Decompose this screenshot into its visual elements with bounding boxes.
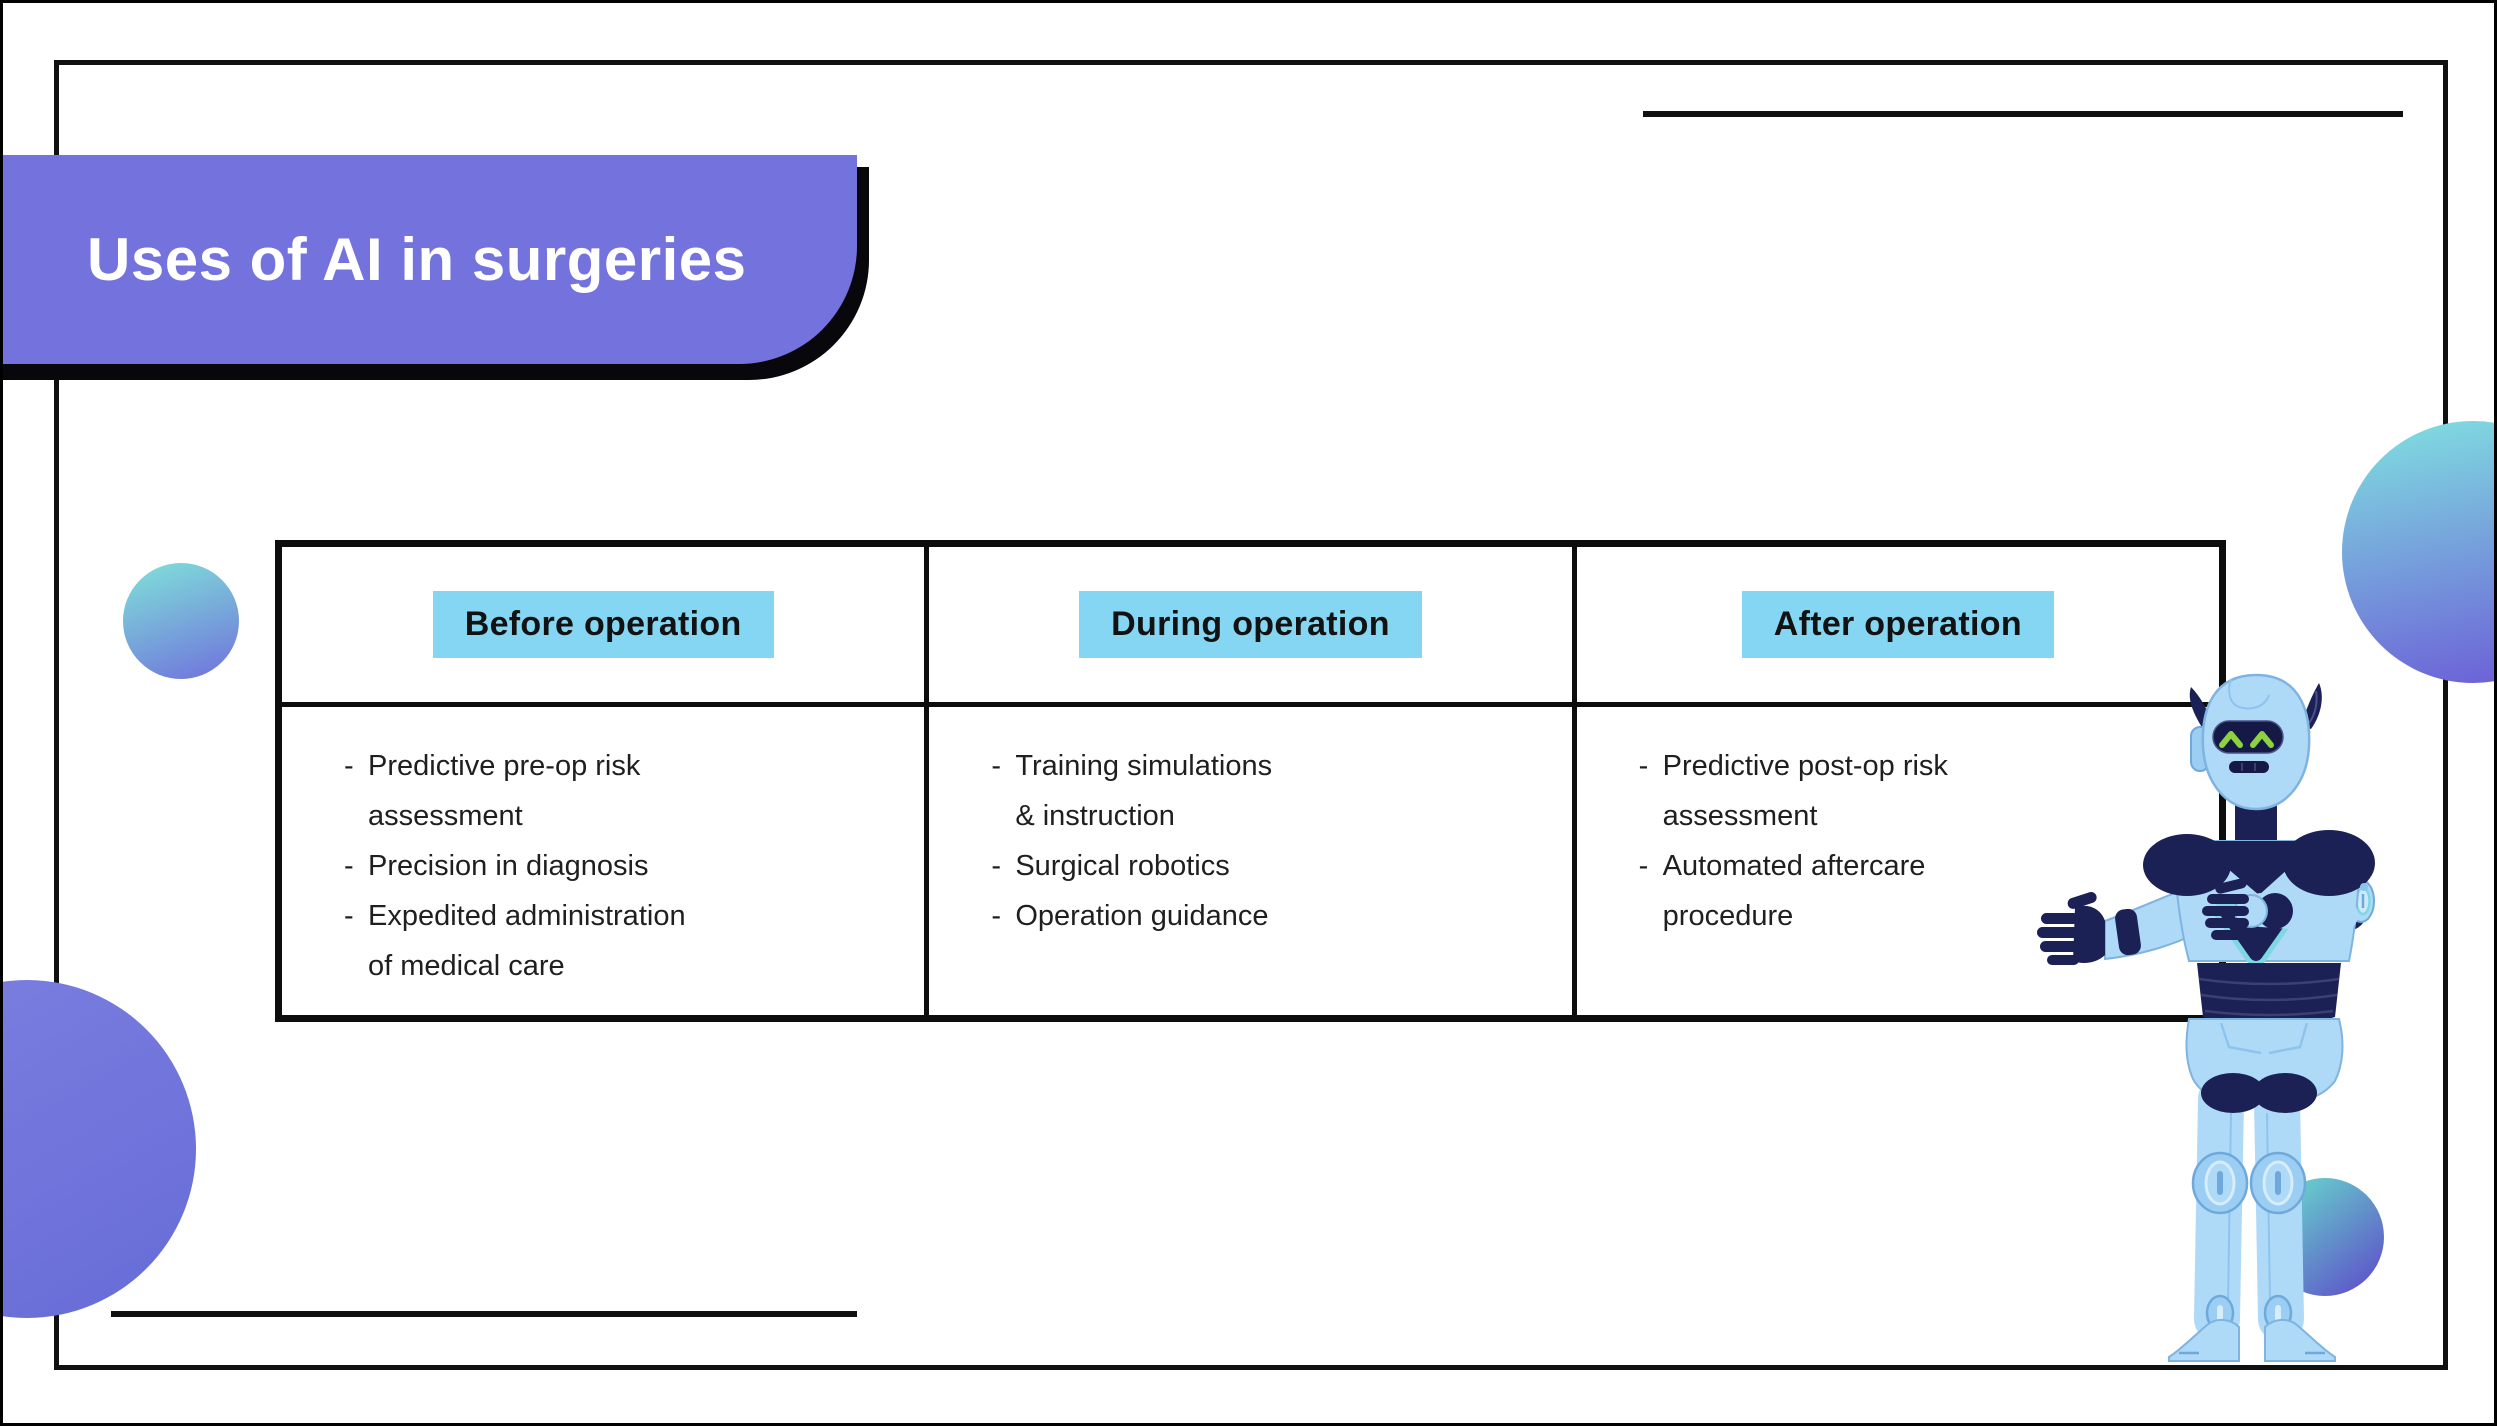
bullet-dash: - (991, 900, 1001, 932)
list-item: - Operation guidance (991, 891, 1553, 941)
list-item-text: Operation guidance (1015, 900, 1269, 932)
bullet-dash: - (344, 750, 354, 782)
column-header-badge: Before operation (432, 591, 774, 658)
column-header-badge: During operation (1079, 591, 1422, 658)
robot-right-arm-fore (2202, 878, 2358, 940)
column-header-cell: After operation (1576, 547, 2219, 707)
robot-legs (2168, 1018, 2344, 1362)
column-body-cell: - Training simulations& instruction - Su… (929, 707, 1571, 1015)
ai-surgery-table: Before operation - Predictive pre-op ris… (275, 540, 2226, 1022)
robot-left-arm (2037, 885, 2199, 965)
robot-illustration (2037, 673, 2375, 1362)
inner-border-frame (54, 60, 2448, 1370)
column-header-badge: After operation (1741, 591, 2054, 658)
column-header-cell: Before operation (282, 547, 925, 707)
robot-eyes (2219, 731, 2274, 748)
bullet-dash: - (344, 900, 354, 932)
list-item-text: Surgical robotics (1015, 850, 1230, 882)
bullet-dash: - (991, 850, 1001, 882)
robot-head (2189, 673, 2322, 811)
list-item: - Training simulations& instruction (991, 741, 1553, 841)
decor-circle-left (123, 563, 239, 679)
decor-line-bottom-left (111, 1311, 857, 1317)
column-before-operation: Before operation - Predictive pre-op ris… (282, 547, 930, 1015)
robot-visor (2212, 720, 2284, 754)
bullet-dash: - (1638, 750, 1649, 782)
decor-line-top-right (1643, 111, 2403, 117)
column-during-operation: During operation - Training simulations&… (929, 547, 1577, 1015)
list-item: - Precision in diagnosis (344, 841, 906, 891)
robot-waist (2197, 963, 2341, 1025)
bullet-dash: - (344, 850, 354, 882)
bullet-dash: - (991, 750, 1001, 782)
robot-mouth (2229, 761, 2269, 773)
bullet-dash: - (1638, 850, 1649, 882)
column-after-operation: After operation - Predictive post-op ris… (1576, 547, 2219, 1015)
page-title: Uses of AI in surgeries (87, 226, 747, 293)
column-header-cell: During operation (929, 547, 1572, 707)
list-item-text: Precision in diagnosis (368, 850, 649, 882)
title-banner: Uses of AI in surgeries (3, 155, 857, 364)
list-item: - Surgical robotics (991, 841, 1553, 891)
list-item-text: Training simulations& instruction (1015, 750, 1273, 832)
